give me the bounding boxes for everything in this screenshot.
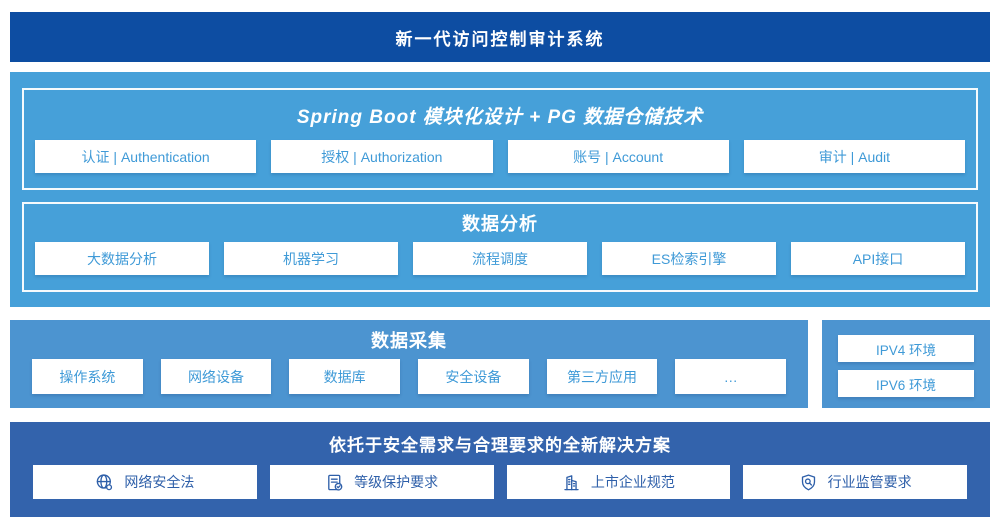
shield-search-icon: [799, 473, 818, 492]
module-section: Spring Boot 模块化设计 + PG 数据仓储技术 认证 | Authe…: [22, 88, 978, 190]
solution-item-industry-regulation: 行业监管要求: [743, 465, 967, 499]
module-item-audit: 审计 | Audit: [743, 140, 965, 173]
collection-item-database: 数据库: [289, 359, 401, 394]
platform-container: Spring Boot 模块化设计 + PG 数据仓储技术 认证 | Authe…: [10, 72, 990, 307]
collection-container: 数据采集 操作系统 网络设备 数据库 安全设备 第三方应用 …: [10, 320, 808, 408]
module-row: 认证 | Authentication 授权 | Authorization 账…: [35, 140, 965, 173]
solution-container: 依托于安全需求与合理要求的全新解决方案 网络安全法: [10, 422, 990, 517]
module-item-authentication: 认证 | Authentication: [35, 140, 257, 173]
ip-env-container: IPV4 环境 IPV6 环境: [822, 320, 990, 408]
analysis-row: 大数据分析 机器学习 流程调度 ES检索引擎 API接口: [35, 242, 965, 275]
collection-item-network: 网络设备: [160, 359, 272, 394]
analysis-item-ml: 机器学习: [224, 242, 398, 275]
module-item-account: 账号 | Account: [507, 140, 729, 173]
collection-item-thirdparty: 第三方应用: [546, 359, 658, 394]
solution-item-label: 等级保护要求: [354, 474, 439, 490]
globe-icon: [95, 473, 114, 492]
solution-item-label: 上市企业规范: [590, 474, 675, 490]
analysis-section: 数据分析 大数据分析 机器学习 流程调度 ES检索引擎 API接口: [22, 202, 978, 292]
collection-item-security: 安全设备: [418, 359, 529, 394]
title-bar: 新一代访问控制审计系统: [10, 12, 990, 62]
solution-item-label: 网络安全法: [124, 474, 195, 490]
module-section-title: Spring Boot 模块化设计 + PG 数据仓储技术: [296, 106, 704, 128]
analysis-item-bigdata: 大数据分析: [35, 242, 209, 275]
middle-row: 数据采集 操作系统 网络设备 数据库 安全设备 第三方应用 … IPV4 环境 …: [10, 320, 990, 408]
solution-row: 网络安全法 等级保护要求: [33, 465, 967, 499]
ip-env-ipv6: IPV6 环境: [838, 370, 974, 397]
page-title: 新一代访问控制审计系统: [395, 29, 605, 49]
solution-item-label: 行业监管要求: [827, 474, 912, 490]
module-item-authorization: 授权 | Authorization: [271, 140, 493, 173]
analysis-item-es: ES检索引擎: [602, 242, 776, 275]
collection-row: 操作系统 网络设备 数据库 安全设备 第三方应用 …: [32, 359, 787, 394]
analysis-item-scheduling: 流程调度: [413, 242, 587, 275]
analysis-section-title: 数据分析: [462, 214, 538, 234]
document-check-icon: [325, 473, 344, 492]
collection-item-os: 操作系统: [32, 359, 143, 394]
solution-item-listed-company: 上市企业规范: [506, 465, 731, 499]
building-icon: [562, 473, 581, 492]
collection-item-ellipsis: …: [675, 359, 787, 394]
analysis-item-api: API接口: [791, 242, 965, 275]
ip-env-ipv4: IPV4 环境: [838, 335, 974, 362]
solution-item-protection-req: 等级保护要求: [269, 465, 494, 499]
collection-title: 数据采集: [371, 330, 447, 351]
solution-title: 依托于安全需求与合理要求的全新解决方案: [329, 436, 671, 455]
solution-item-cybersecurity-law: 网络安全法: [33, 465, 257, 499]
